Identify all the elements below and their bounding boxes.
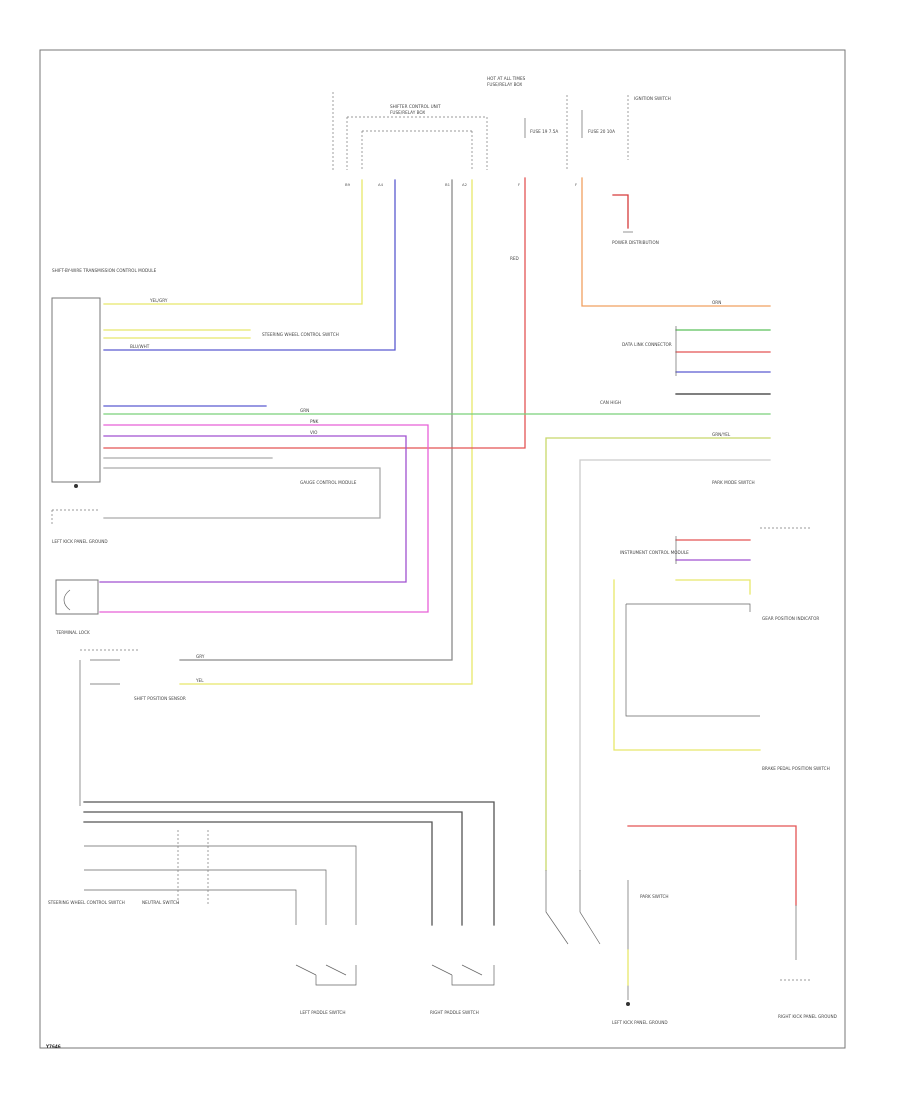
svg-text:A2: A2 <box>462 182 468 187</box>
right-paddle-label: RIGHT PADDLE SWITCH <box>430 1010 479 1015</box>
wire-pnk <box>99 424 429 613</box>
wire-blu-wht <box>103 179 396 351</box>
gear-indicator-label: GEAR POSITION INDICATOR <box>762 616 819 621</box>
terminal-lock-label: TERMINAL LOCK <box>55 630 90 635</box>
svg-text:A4: A4 <box>378 182 384 187</box>
tcm-label: SHIFT-BY-WIRE TRANSMISSION CONTROL MODUL… <box>52 268 157 273</box>
swc-bottom-label: STEERING WHEEL CONTROL SWITCH <box>48 900 125 905</box>
park-mode-label: PARK MODE SWITCH <box>712 480 755 485</box>
wire-label-red: RED <box>510 256 519 261</box>
wire-yel-gry-1 <box>103 179 363 305</box>
wire-gry-1 <box>179 179 453 661</box>
fuse-2-label: FUSE 20 10A <box>588 129 615 134</box>
can-label: CAN HIGH <box>600 400 621 405</box>
right-ground-label: RIGHT KICK PANEL GROUND <box>778 1014 837 1019</box>
wire-label-gry: GRY <box>196 654 205 659</box>
wire-label-vio: VIO <box>310 430 318 435</box>
data-link-connector: DATA LINK CONNECTOR <box>622 326 771 376</box>
power-dist-label: POWER DISTRIBUTION <box>612 240 659 245</box>
neutral-switch-label: NEUTRAL SWITCH <box>142 900 179 905</box>
wire-label-yel: YEL <box>195 678 204 683</box>
fuse-box-label: FUSE/RELAY BOX <box>487 82 522 87</box>
svg-text:B1: B1 <box>445 182 451 187</box>
svg-text:F: F <box>575 182 577 187</box>
wire-label-grn: GRN <box>300 408 309 413</box>
fuse-block-top: HOT AT ALL TIMES FUSE/RELAY BOX FUSE 19 … <box>487 76 671 170</box>
top-connector-box: SHIFTER CONTROL UNIT FUSE/RELAY BOX <box>332 92 488 170</box>
wire-vio <box>99 435 407 583</box>
diagram-frame <box>39 49 846 1049</box>
top-pins: B9 A4 B1 A2 F F <box>345 182 577 187</box>
gauge-label: GAUGE CONTROL MODULE <box>300 480 357 485</box>
right-ground: RIGHT KICK PANEL GROUND <box>627 825 837 1019</box>
page-code: Y7646 <box>45 1044 61 1049</box>
wire-label-orn: ORN <box>712 300 721 305</box>
wire-grn-yel <box>545 437 771 871</box>
right-paddle-switch: RIGHT PADDLE SWITCH <box>430 964 495 1015</box>
wire-gry-light <box>579 459 771 871</box>
wire-label-pnk: PNK <box>310 419 319 424</box>
svg-text:F: F <box>518 182 520 187</box>
wire-yel-4 <box>179 179 473 685</box>
brake-pedal-switch: PARK SWITCH LEFT KICK PANEL GROUND <box>545 870 669 1025</box>
ipc-label: INSTRUMENT CONTROL MODULE <box>620 550 689 555</box>
relay-label: SHIFTER CONTROL UNIT <box>390 104 441 109</box>
paddle-bus <box>83 801 495 926</box>
hot-label: HOT AT ALL TIMES <box>487 76 526 81</box>
fuse-1-label: FUSE 19 7.5A <box>530 129 558 134</box>
tcm-block: SHIFT-BY-WIRE TRANSMISSION CONTROL MODUL… <box>51 268 157 488</box>
wire-gry-right <box>103 467 381 519</box>
wire-label-yel-gry: YEL/GRY <box>149 298 168 303</box>
svg-text:B9: B9 <box>345 182 351 187</box>
wire-label-grn-yel: GRN/YEL <box>712 432 731 437</box>
park-switch-label: PARK SWITCH <box>640 894 669 899</box>
left-ground-label: LEFT KICK PANEL GROUND <box>52 539 108 544</box>
wire-red-1 <box>103 177 526 449</box>
left-paddle-switch: LEFT PADDLE SWITCH <box>295 964 357 1015</box>
power-distribution: POWER DISTRIBUTION <box>612 194 659 245</box>
shifter-block: SHIFT POSITION SENSOR <box>79 649 186 806</box>
left-paddle-label: LEFT PADDLE SWITCH <box>300 1010 346 1015</box>
swc-label: STEERING WHEEL CONTROL SWITCH <box>262 332 339 337</box>
instrument-cluster-block: INSTRUMENT CONTROL MODULE GEAR POSITION … <box>613 527 830 771</box>
wire-orn <box>581 177 771 307</box>
wire-label-blu-wht: BLU/WHT <box>130 344 150 349</box>
relay-sublabel: FUSE/RELAY BOX <box>390 110 425 115</box>
left-kick-ground-label: LEFT KICK PANEL GROUND <box>612 1020 668 1025</box>
brake-switch-label: BRAKE PEDAL POSITION SWITCH <box>762 766 830 771</box>
data-link-block-left: LEFT KICK PANEL GROUND <box>51 509 108 544</box>
shift-sensor-label: SHIFT POSITION SENSOR <box>134 696 186 701</box>
terminal-lock-block: TERMINAL LOCK <box>55 579 99 635</box>
ignition-label: IGNITION SWITCH <box>634 96 671 101</box>
dlc-label: DATA LINK CONNECTOR <box>622 342 672 347</box>
